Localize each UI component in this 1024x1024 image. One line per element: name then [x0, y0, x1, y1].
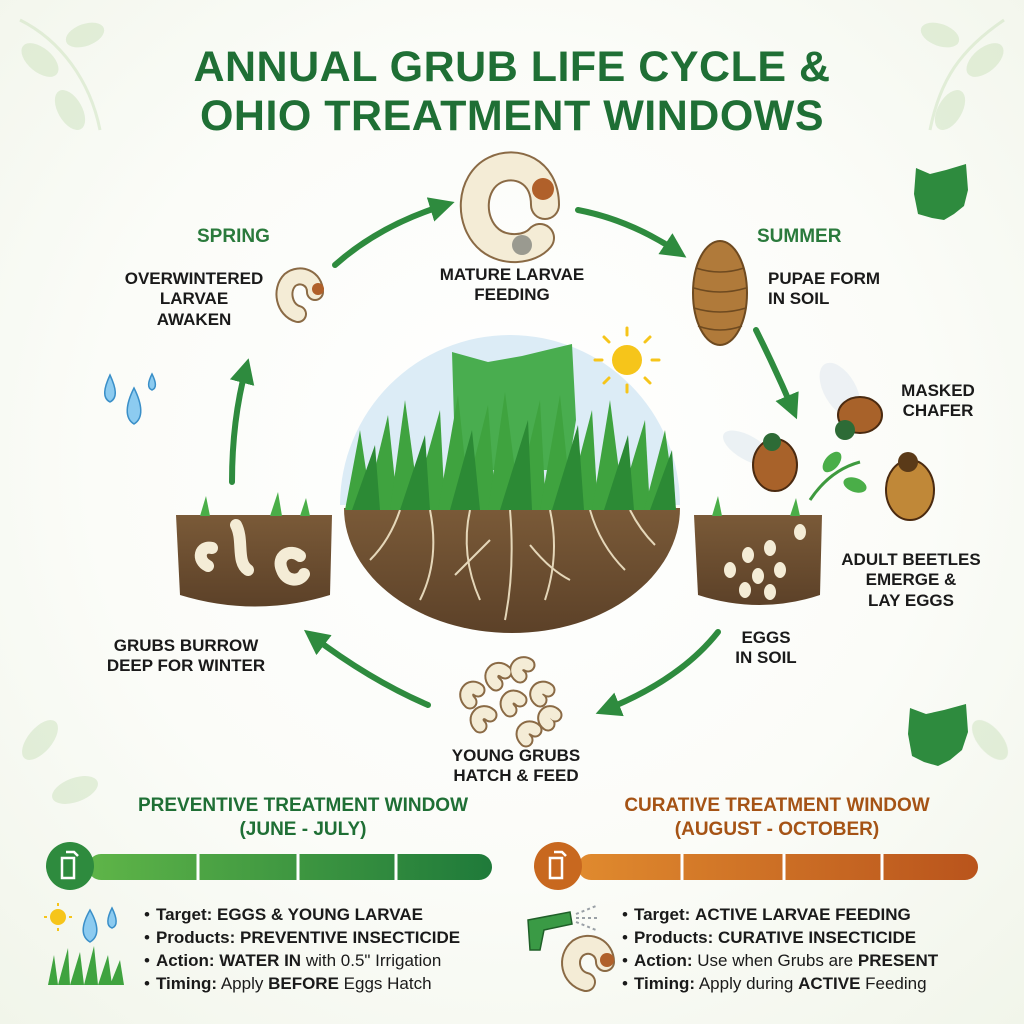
curative-bullet: Action: Use when Grubs are PRESENT [622, 949, 938, 972]
spray-gun-icon [527, 905, 598, 951]
sun-icon [593, 326, 661, 394]
curative-window-title: CURATIVE TREATMENT WINDOW(AUGUST - OCTOB… [624, 795, 930, 840]
corner-leaves-decoration [19, 18, 1008, 804]
flying-beetle-illustration [723, 430, 798, 492]
central-lawn-cross-section [340, 326, 680, 633]
sprayer-icon [46, 842, 94, 890]
sun-icon [44, 903, 72, 931]
page-title-line-2: OHIO TREATMENT WINDOWS [199, 92, 825, 140]
preventive-bullet: Timing: Apply BEFORE Eggs Hatch [144, 972, 460, 995]
season-label-summer: SUMMER [757, 226, 842, 247]
eggs-soil-illustration [694, 496, 822, 605]
water-drops-icon [104, 372, 157, 425]
curative-bullet: Timing: Apply during ACTIVE Feeding [622, 972, 938, 995]
curative-bullet-list: Target: ACTIVE LARVAE FEEDING Products: … [622, 903, 938, 995]
overwintered-larva-illustration [275, 267, 324, 323]
grub-icon [561, 934, 615, 992]
preventive-bullet: Products: PREVENTIVE INSECTICIDE [144, 926, 460, 949]
sprayer-icon [534, 842, 582, 890]
curative-timeline-bar [578, 854, 978, 880]
curative-bullet: Target: ACTIVE LARVAE FEEDING [622, 903, 938, 926]
curative-bullet: Products: CURATIVE INSECTICIDE [622, 926, 938, 949]
preventive-bullet-list: Target: EGGS & YOUNG LARVAE Products: PR… [144, 903, 460, 995]
mature-larva-illustration [459, 151, 560, 263]
page-title-line-1: ANNUAL GRUB LIFE CYCLE & [193, 43, 831, 91]
masked-chafer-beetle-illustration [819, 362, 883, 440]
preventive-timeline-bar [88, 854, 492, 880]
beetle-illustration [808, 451, 935, 521]
season-label-spring: SPRING [197, 226, 270, 247]
preventive-window-title: PREVENTIVE TREATMENT WINDOW(JUNE - JULY) [137, 795, 469, 840]
preventive-bullet: Target: EGGS & YOUNG LARVAE [144, 903, 460, 926]
burrow-soil-illustration [176, 492, 332, 607]
young-grubs-illustration [459, 656, 563, 748]
cycle-arrows [229, 197, 799, 717]
pupa-illustration [692, 240, 748, 346]
ohio-map-icon [914, 164, 968, 220]
preventive-bullet: Action: WATER IN with 0.5" Irrigation [144, 949, 460, 972]
water-drops-icon [82, 906, 117, 943]
grass-icon [48, 946, 124, 985]
ohio-map-icon [908, 704, 968, 766]
